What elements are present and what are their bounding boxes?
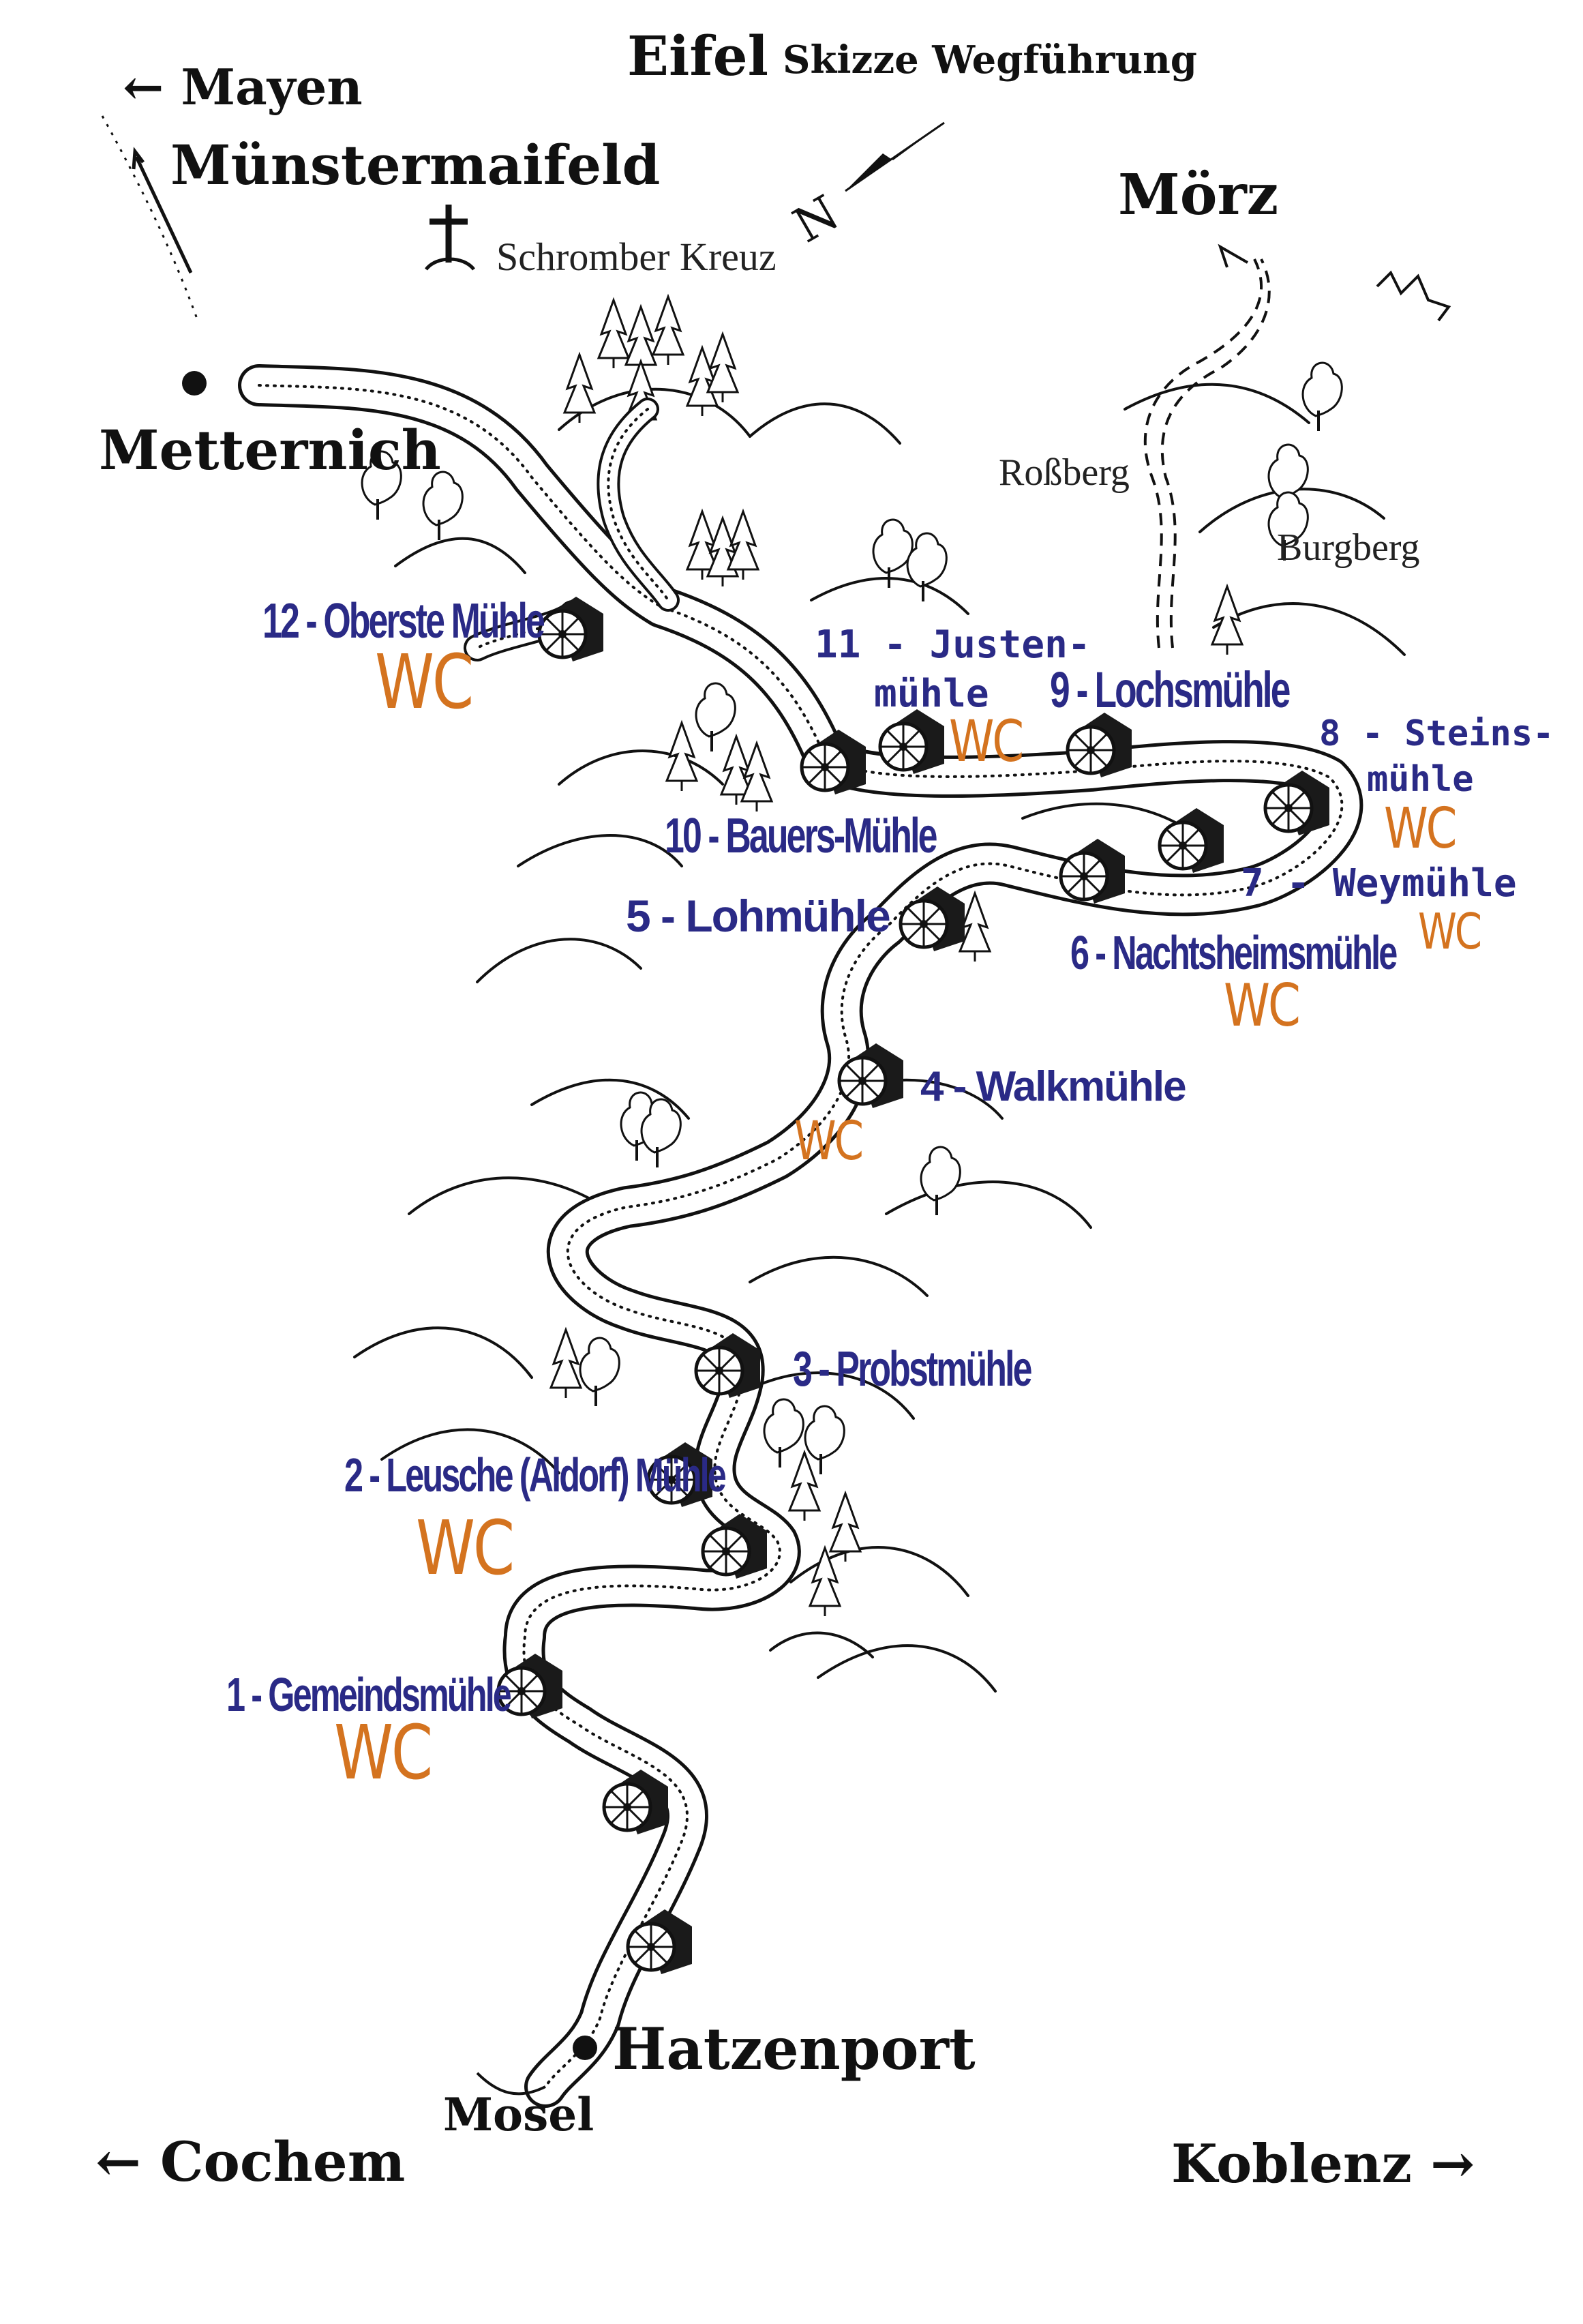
mill-label-2: 2 - Leusche (Aldorf) Mühle	[344, 1448, 727, 1502]
place-koblenz: Koblenz →	[1171, 2133, 1475, 2195]
mill-label-3: 3 - Probstmühle	[793, 1342, 1032, 1397]
mill-label-10: 10 - Bauers-Mühle	[665, 809, 937, 863]
place-mayen: ← Mayen	[123, 58, 363, 116]
wc-label-6: WC	[1224, 972, 1301, 1040]
wc-label-12: WC	[375, 638, 474, 726]
map-title: Eifel	[627, 24, 769, 88]
wc-label-1: WC	[334, 1709, 433, 1796]
mill-label-9: 9 - Lochsmühle	[1050, 661, 1291, 718]
place-schromber-kreuz: Schromber Kreuz	[496, 235, 777, 279]
mill-label-12: 12 - Oberste Mühle	[262, 594, 545, 649]
wc-label-2: WC	[416, 1504, 515, 1592]
place-hatzenport: Hatzenport	[612, 2015, 976, 2083]
place-burgberg: Burgberg	[1277, 526, 1420, 569]
mill-label-8-line1: 8 - Steins-	[1319, 713, 1554, 754]
mill-label-7: 7 - Weymühle	[1241, 861, 1517, 906]
mill-label-11-line2: mühle	[874, 672, 989, 716]
place-cochem: ← Cochem	[95, 2130, 406, 2194]
wc-label-4: WC	[794, 1111, 864, 1172]
mill-label-11-line1: 11 - Justen-	[815, 623, 1091, 667]
north-marker-label: N	[784, 184, 848, 254]
map-subtitle: Skizze Wegführung	[783, 38, 1197, 83]
mill-label-5: 5 - Lohmühle	[626, 891, 891, 941]
wc-label-8: WC	[1384, 796, 1457, 861]
mill-label-1: 1 - Gemeindsmühle	[226, 1668, 512, 1721]
place-mosel: Mosel	[443, 2088, 594, 2141]
place-rossberg: Roßberg	[999, 451, 1130, 494]
mill-label-6: 6 - Nachtsheimsmühle	[1070, 926, 1398, 979]
place-moerz: Mörz	[1118, 162, 1279, 228]
mill-label-4: 4 - Walkmühle	[920, 1063, 1187, 1110]
wc-label-11: WC	[949, 708, 1024, 775]
mill-label-8-line2: mühle	[1367, 759, 1474, 800]
place-muenstermaifeld: Münstermaifeld	[170, 133, 661, 197]
wc-label-7: WC	[1418, 903, 1482, 960]
place-metternich: Metternich	[99, 418, 441, 482]
